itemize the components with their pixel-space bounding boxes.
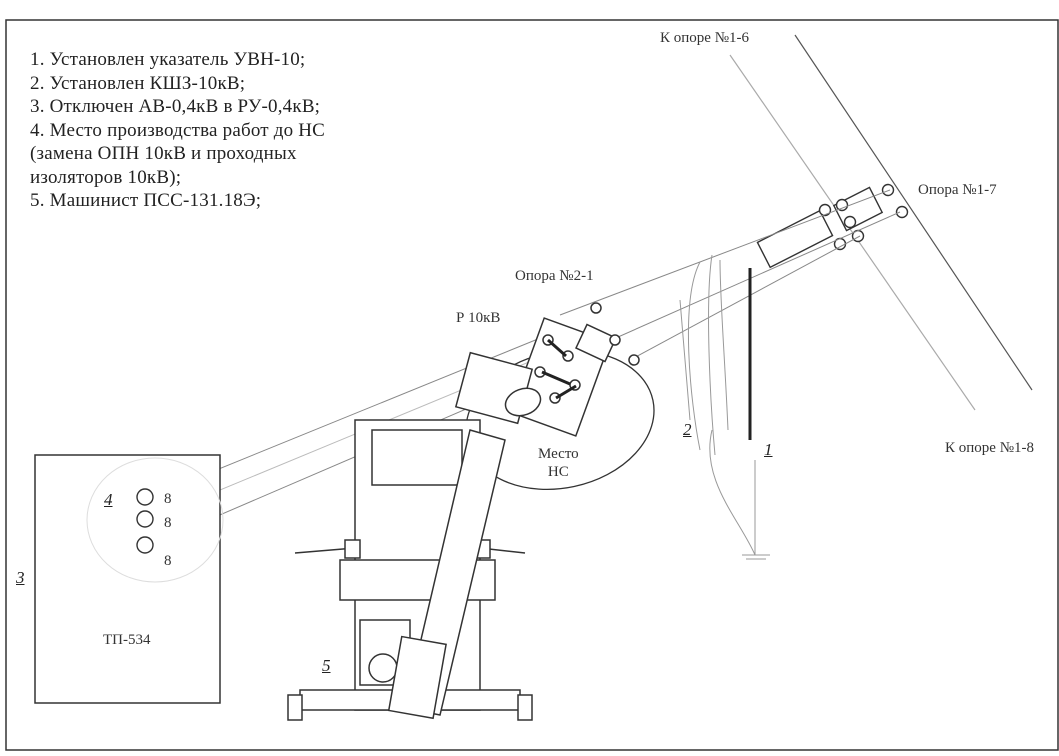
- substation-tp-534: [34, 454, 221, 704]
- tp-insulators: [136, 488, 154, 554]
- label-substation: ТП-534: [103, 632, 151, 648]
- marker-1: 1: [764, 440, 773, 459]
- marker-2: 2: [683, 420, 692, 439]
- label-work-place-line2: НС: [547, 464, 569, 480]
- label-disconnector: Р 10кВ: [456, 310, 501, 326]
- svg-text:8: 8: [164, 491, 172, 507]
- legend-item: изоляторов 10кВ);: [30, 166, 182, 188]
- label-pole-1-7: Опора №1-7: [918, 182, 997, 198]
- svg-text:8: 8: [164, 515, 172, 531]
- marker-3: 3: [16, 568, 25, 587]
- legend-item: 4. Место производства работ до НС: [30, 119, 326, 141]
- marker-5: 5: [322, 656, 331, 675]
- diagram-frame: [5, 19, 1059, 751]
- crane-cab: [387, 635, 447, 720]
- disconnector-p10kv: [454, 302, 640, 437]
- legend-list: 1. Установлен указатель УВН-10; 2. Устан…: [30, 48, 325, 213]
- label-work-place-line1: Место: [538, 446, 579, 462]
- legend-item: (замена ОПН 10кВ и проходных: [30, 143, 297, 164]
- svg-text:8: 8: [164, 553, 172, 569]
- label-work-place: Место НС: [538, 445, 579, 481]
- legend-item: 2. Установлен КШЗ-10кВ;: [30, 72, 246, 94]
- legend-item: 5. Машинист ПСС-131.18Э;: [30, 190, 262, 211]
- label-pole-2-1: Опора №2-1: [515, 268, 594, 284]
- tp-work-area: [86, 457, 224, 583]
- legend-item: 3. Отключен АВ-0,4кВ в РУ-0,4кВ;: [30, 96, 321, 117]
- label-to-pole-1-8: К опоре №1-8: [945, 440, 1034, 456]
- marker-4: 4: [104, 490, 113, 509]
- disconnector-blades: [541, 338, 577, 400]
- grounding-device-kshz: [679, 254, 770, 560]
- tp-grounding-marks: 8 8 8: [164, 491, 172, 569]
- pole-1-7-assembly: [756, 183, 909, 269]
- label-to-pole-1-6: К опоре №1-6: [660, 30, 749, 46]
- legend-item: 1. Установлен указатель УВН-10;: [30, 49, 306, 70]
- overhead-line-10kv: [729, 34, 1033, 411]
